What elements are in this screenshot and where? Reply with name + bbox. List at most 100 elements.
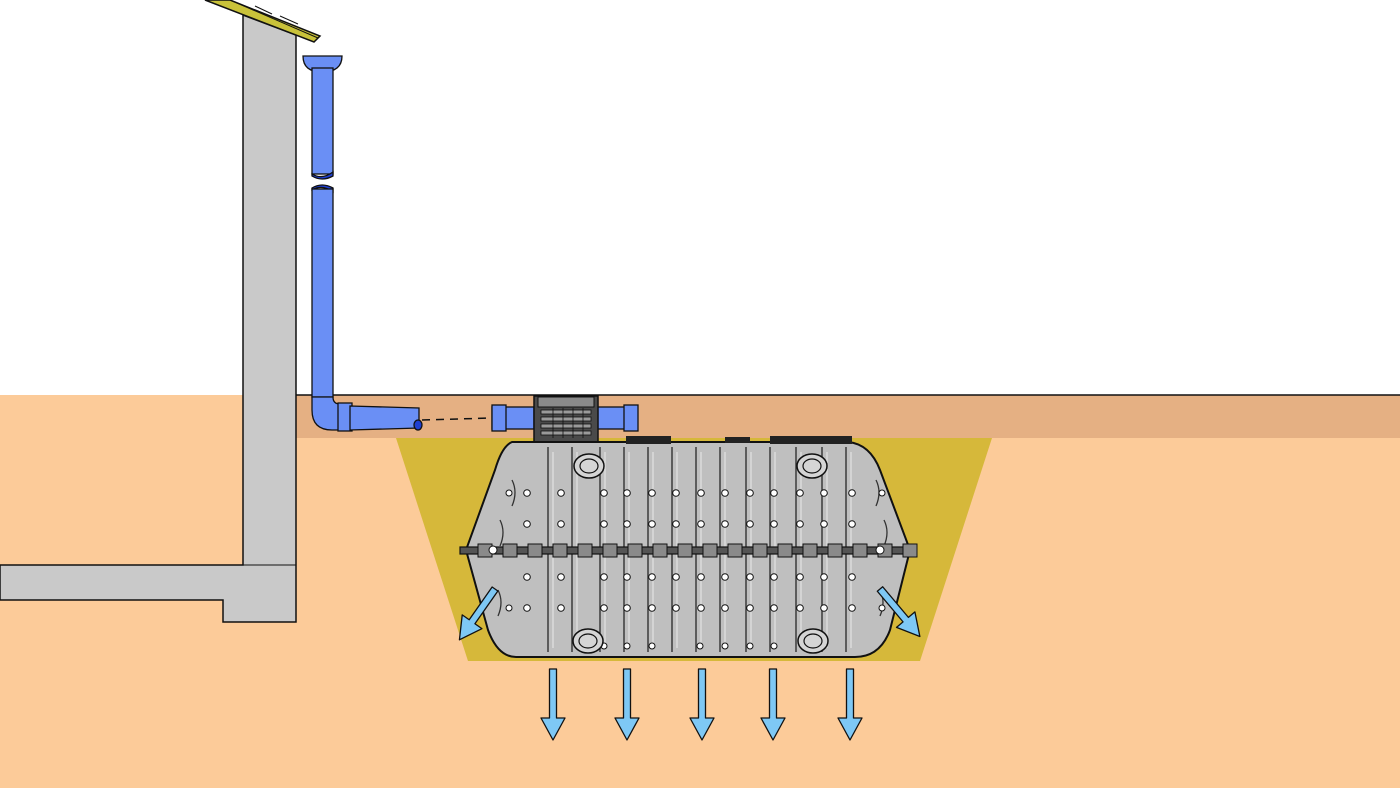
arrow-down-icon-shape [689, 668, 715, 741]
lug-top-right [796, 453, 828, 479]
seam-clip [902, 543, 918, 558]
tank-hole [648, 489, 656, 497]
arrow-down-icon-shape [540, 668, 566, 741]
tank-hole [697, 573, 705, 581]
arrow-down-icon [760, 668, 786, 741]
dome-top [537, 396, 595, 408]
tank-hole [721, 520, 729, 528]
arrow-diagonal-icon-shape [876, 586, 921, 638]
tank-hole [746, 604, 754, 612]
tank-perforations [505, 489, 886, 650]
downpipe-lower-segment [311, 188, 334, 398]
seam-clip [827, 543, 843, 558]
building-wall [0, 13, 297, 623]
arrow-down-icon-shape [614, 668, 640, 741]
tank-hole [557, 489, 565, 497]
tank-hole [623, 520, 631, 528]
tank-hole [746, 520, 754, 528]
tank-hole [848, 604, 856, 612]
tank-hole [648, 520, 656, 528]
tank-hole [523, 604, 531, 612]
arrow-down-icon [689, 668, 715, 741]
lug-top-left [573, 453, 605, 479]
seam-clip [677, 543, 693, 558]
tank-hole [746, 489, 754, 497]
tank-side-curve [497, 589, 502, 617]
tank-hole [878, 489, 886, 497]
tank-hole [746, 573, 754, 581]
tank-hole [557, 520, 565, 528]
seam-clip [752, 543, 768, 558]
tank-hole [796, 573, 804, 581]
roof-line-2 [254, 5, 273, 15]
seam-bolt [488, 545, 498, 555]
infiltration-tank [459, 436, 918, 658]
dome-slot [540, 423, 592, 429]
roof-line [229, 0, 319, 39]
seam-clip [802, 543, 818, 558]
infiltration-arrows-diagonal [458, 586, 921, 641]
tank-hole [848, 573, 856, 581]
dome-slots [540, 408, 592, 438]
tank-hole [746, 642, 754, 650]
pipe-connection-dashed [421, 417, 493, 421]
seam-clip [727, 543, 743, 558]
tank-hole [848, 520, 856, 528]
sky-background [0, 0, 1400, 395]
arrow-diagonal-icon [876, 586, 921, 638]
arrow-down-icon [614, 668, 640, 741]
inlet-cap-left [491, 404, 507, 432]
tank-hole [672, 489, 680, 497]
roof-edge [204, 0, 322, 43]
tank-hole [557, 604, 565, 612]
pipe-opening [413, 419, 423, 431]
tank-hole [820, 489, 828, 497]
downpipe [302, 55, 423, 432]
tank-lifting-lugs [572, 453, 829, 654]
inlet-pipe [349, 405, 420, 431]
tank-hole [623, 573, 631, 581]
seam-clip [702, 543, 718, 558]
seam-clip [627, 543, 643, 558]
lug-bottom-left-inner [578, 633, 598, 649]
tank-hole [623, 642, 631, 650]
seam-bolt [875, 545, 885, 555]
tank-hole [505, 489, 513, 497]
dome-slot [540, 409, 592, 415]
arrow-down-icon [540, 668, 566, 741]
tank-hole [557, 573, 565, 581]
tank-hole [770, 642, 778, 650]
tank-hole [721, 642, 729, 650]
infiltration-arrows-down [540, 668, 863, 741]
tank-hole [697, 489, 705, 497]
dome-slot [540, 430, 592, 436]
lug-bottom-right-inner [803, 633, 823, 649]
building-foundation [0, 13, 297, 623]
tank-top-plate-left [626, 436, 671, 444]
tank-side-curve [511, 479, 516, 507]
tank-hole [796, 520, 804, 528]
tank-hole [820, 573, 828, 581]
tank-hole [796, 604, 804, 612]
seam-clip [502, 543, 518, 558]
seam-clip [602, 543, 618, 558]
tank-hole [697, 520, 705, 528]
tank-hole [623, 604, 631, 612]
tank-seam-band [459, 543, 918, 558]
lug-bottom-left [572, 628, 604, 654]
tank-hole [600, 489, 608, 497]
inlet-cap-right [623, 404, 639, 432]
tank-hole [648, 573, 656, 581]
seam-clip [577, 543, 593, 558]
arrow-diagonal-icon-shape [458, 586, 499, 641]
tank-hole [770, 520, 778, 528]
pipe-break-upper [311, 170, 334, 180]
arrow-down-icon [837, 668, 863, 741]
seam-clip [652, 543, 668, 558]
seam-clip [552, 543, 568, 558]
tank-hole [623, 489, 631, 497]
lug-top-left-inner [579, 458, 599, 474]
tank-hole [696, 642, 704, 650]
dome-slot [540, 416, 592, 422]
tank-hole [648, 604, 656, 612]
